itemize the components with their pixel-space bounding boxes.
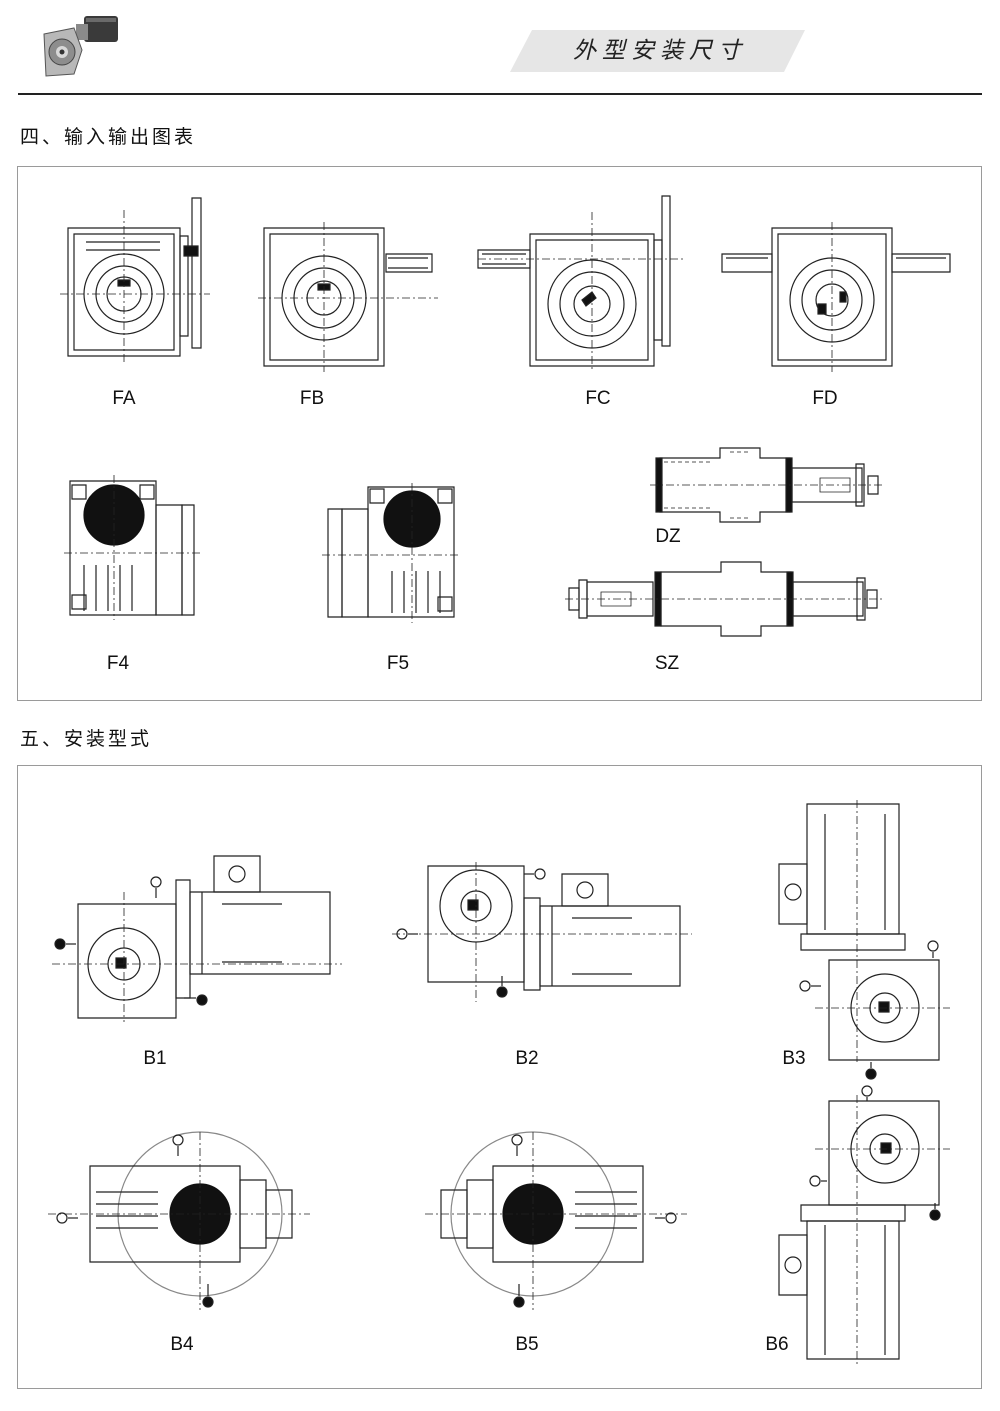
section-5-title: 五、安装型式 (20, 728, 153, 750)
diagram-label-sz: SZ (654, 653, 680, 674)
mounting-b2-diagram (392, 862, 692, 1002)
diagram-label-f5: F5 (386, 653, 410, 674)
mounting-label-b2: B2 (515, 1048, 539, 1069)
mounting-label-b6: B6 (765, 1334, 789, 1355)
section-4-title: 四、输入输出图表 (20, 126, 197, 148)
mounting-label-b4: B4 (170, 1334, 194, 1355)
mounting-label-b3: B3 (782, 1048, 806, 1069)
section-4-panel (17, 166, 982, 701)
mounting-b1-diagram (52, 852, 342, 1022)
title-tag-shape (510, 30, 805, 72)
diagram-sz-shaft (565, 558, 882, 640)
diagram-dz-shaft (650, 444, 882, 526)
diagram-f5-reducer (322, 483, 460, 623)
diagram-fc-reducer (478, 192, 683, 372)
diagram-fb-reducer (258, 222, 448, 372)
diagram-label-f4: F4 (106, 653, 130, 674)
diagram-label-fa: FA (112, 388, 136, 409)
diagram-f4-reducer (64, 475, 202, 620)
section-5-panel (17, 765, 982, 1389)
mounting-label-b5: B5 (515, 1334, 539, 1355)
diagram-label-fd: FD (812, 388, 838, 409)
mounting-b4-diagram (48, 1132, 310, 1310)
page-title: 外型安装尺寸 (573, 38, 747, 64)
diagram-label-fb: FB (299, 388, 325, 409)
diagram-label-fc: FC (585, 388, 611, 409)
mounting-label-b1: B1 (143, 1048, 167, 1069)
diagram-label-dz: DZ (655, 526, 681, 547)
diagram-fa-reducer (60, 190, 220, 370)
mounting-b3-diagram (775, 800, 955, 1080)
gear-reducer-logo-icon (43, 16, 118, 77)
mounting-b6-diagram (775, 1085, 955, 1365)
header-divider (18, 93, 982, 95)
diagram-fd-reducer (722, 222, 954, 372)
mounting-b5-diagram (425, 1132, 687, 1310)
